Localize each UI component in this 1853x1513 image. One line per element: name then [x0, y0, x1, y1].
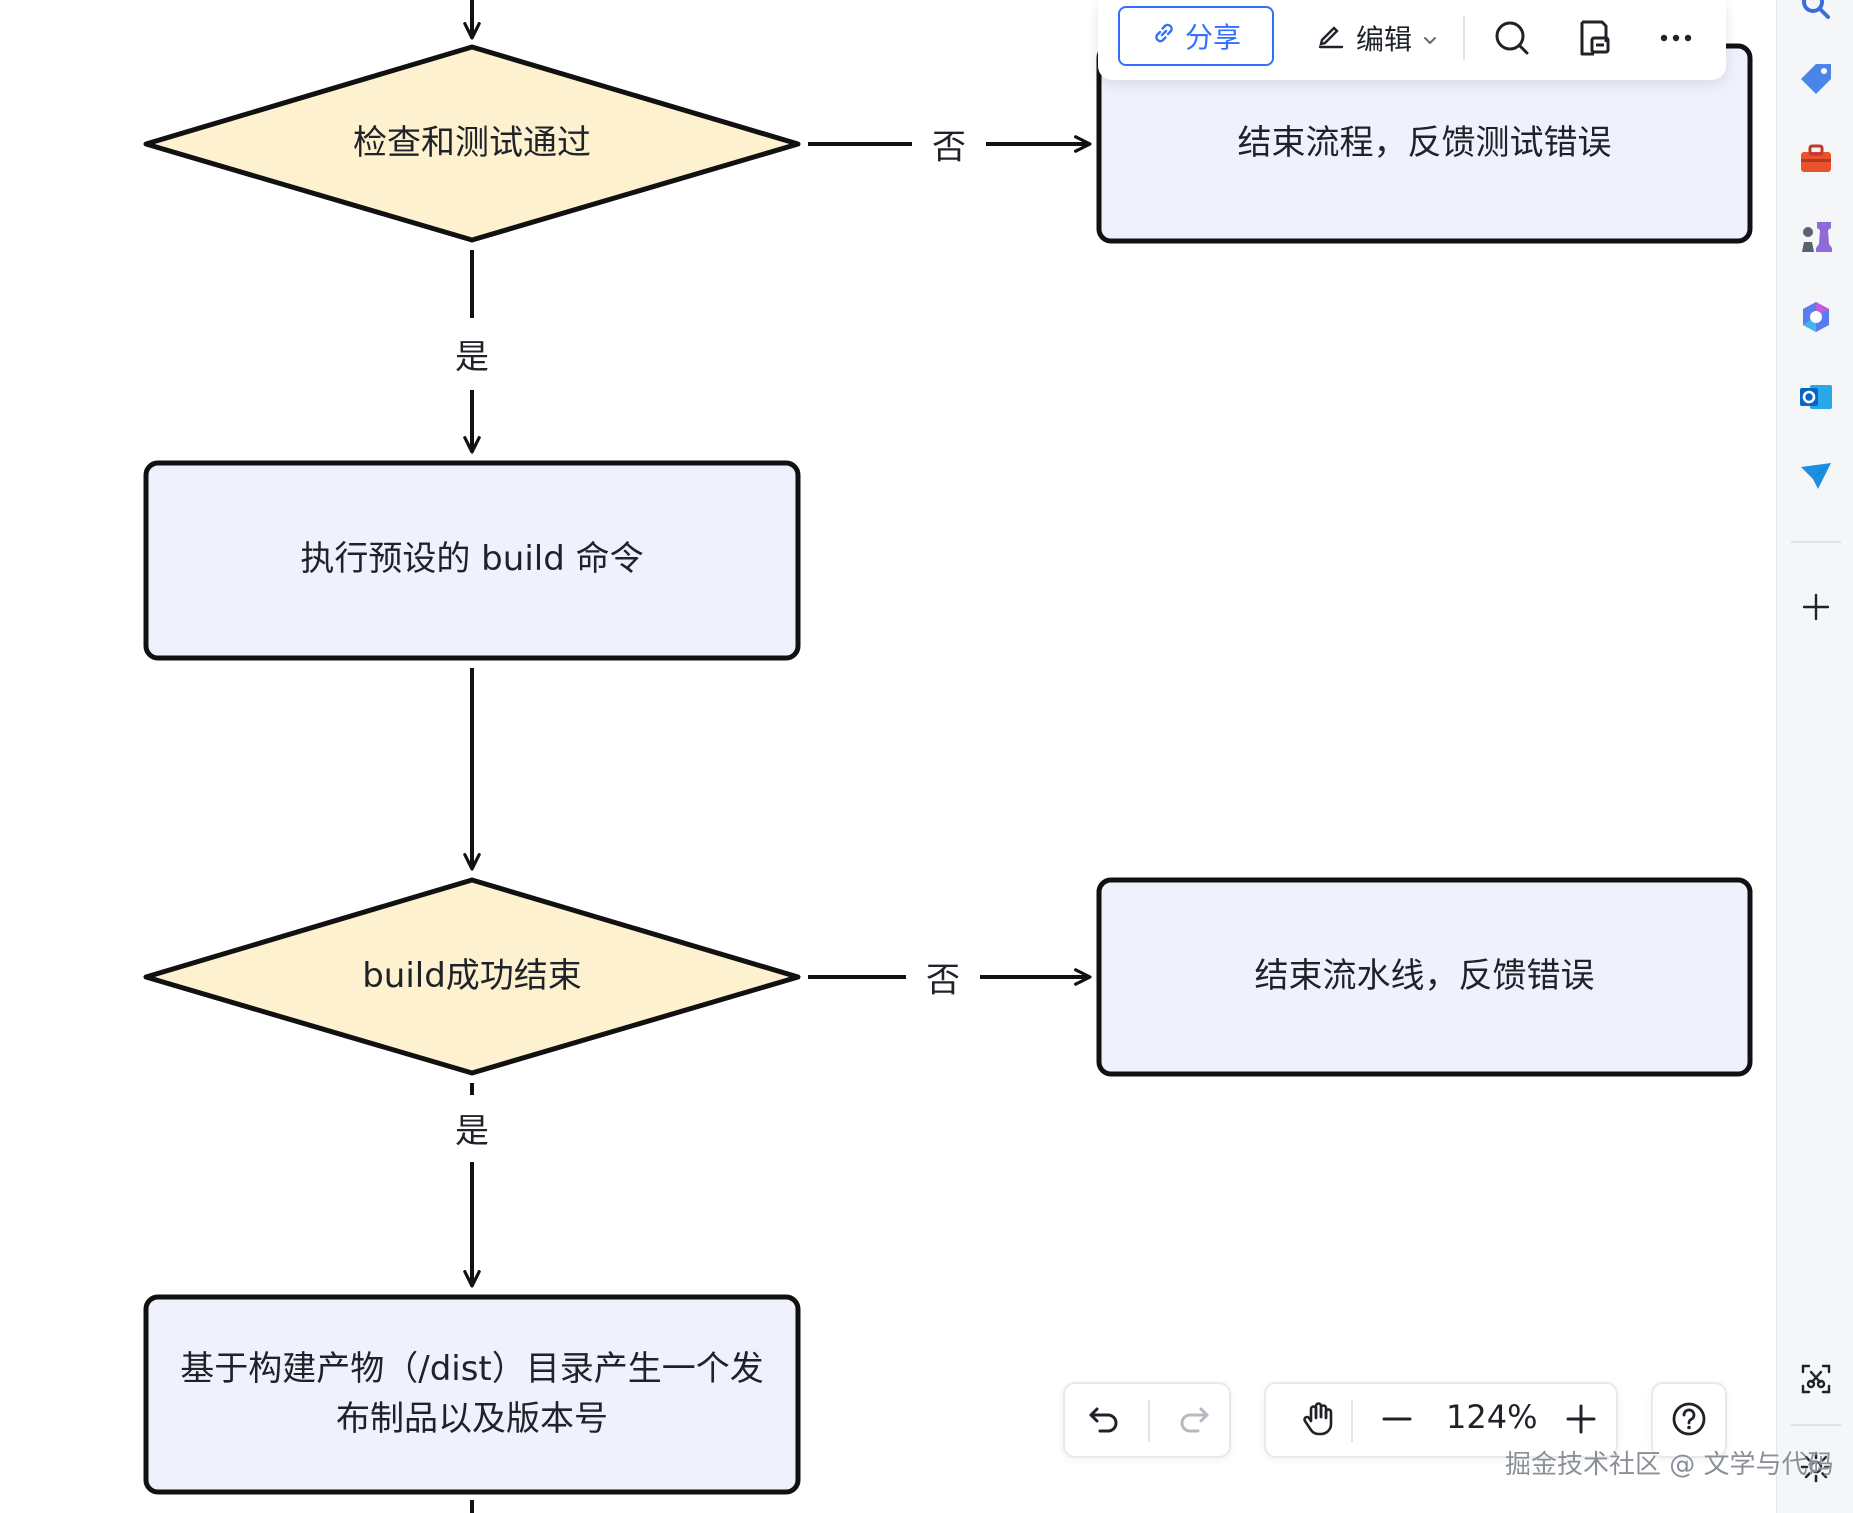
decision-2-text: build成功结束	[362, 956, 582, 997]
decision-1-text: 检查和测试通过	[353, 123, 591, 164]
toolbox-icon[interactable]	[1797, 140, 1835, 178]
add-icon[interactable]	[1797, 588, 1835, 626]
zoom-level[interactable]: 124%	[1446, 1398, 1538, 1436]
history-controls	[1063, 1382, 1231, 1458]
process-node-build[interactable]	[143, 460, 801, 661]
edge-label-no-2: 否	[918, 952, 968, 1002]
copilot-icon[interactable]	[1797, 298, 1835, 336]
edge-label-yes-1: 是	[447, 329, 497, 379]
artifact-step-text: 基于构建产物（/dist）目录产生一个发布制品以及版本号	[180, 1349, 764, 1439]
tag-icon[interactable]	[1797, 60, 1835, 98]
end-test-error-text: 结束流程，反馈测试错误	[1237, 123, 1612, 164]
history-divider	[1148, 1400, 1150, 1442]
flowchart-svg	[143, 0, 1753, 1513]
minus-icon	[1380, 1402, 1414, 1440]
search-icon[interactable]	[1488, 14, 1536, 62]
gear-icon[interactable]	[1797, 1448, 1835, 1486]
document-outline-icon[interactable]	[1570, 14, 1618, 62]
build-step-text: 执行预设的 build 命令	[300, 539, 644, 580]
outlook-icon[interactable]	[1797, 378, 1835, 416]
redo-button[interactable]	[1169, 1396, 1219, 1446]
chevron-down-icon	[1422, 22, 1438, 55]
edge-label-no-1: 否	[924, 119, 974, 169]
edit-mode-dropdown[interactable]: 编辑	[1308, 10, 1446, 66]
edit-label: 编辑	[1356, 23, 1413, 56]
zoom-out-button[interactable]	[1372, 1396, 1422, 1446]
watermark: 掘金技术社区 @ 文学与代码	[1505, 1450, 1834, 1480]
help-icon	[1671, 1401, 1707, 1441]
toolbar-divider	[1463, 16, 1465, 60]
decision-node-1[interactable]	[143, 44, 801, 243]
share-button[interactable]: 分享	[1118, 6, 1274, 66]
help-button[interactable]	[1664, 1396, 1714, 1446]
search-icon[interactable]	[1797, 0, 1835, 24]
decision-node-2[interactable]	[143, 877, 801, 1076]
more-icon[interactable]	[1652, 14, 1700, 62]
sidebar-divider-bottom	[1791, 1424, 1841, 1426]
pen-icon	[1316, 20, 1346, 57]
end-node-pipeline-error[interactable]	[1096, 877, 1753, 1077]
hand-icon	[1300, 1400, 1338, 1442]
chess-icon[interactable]	[1797, 218, 1835, 256]
redo-icon	[1176, 1401, 1212, 1441]
zoom-in-button[interactable]	[1556, 1396, 1606, 1446]
plus-icon	[1564, 1402, 1598, 1440]
zoom-divider	[1351, 1400, 1353, 1442]
end-pipeline-error-text: 结束流水线，反馈错误	[1254, 956, 1595, 997]
top-toolbar: 分享 编辑	[1098, 0, 1726, 80]
edge-label-yes-2: 是	[447, 1103, 497, 1153]
hand-tool-button[interactable]	[1294, 1396, 1344, 1446]
undo-button[interactable]	[1079, 1396, 1129, 1446]
process-node-artifact[interactable]	[143, 1294, 801, 1495]
zoom-controls: 124%	[1264, 1382, 1618, 1458]
link-icon	[1151, 20, 1177, 53]
share-label: 分享	[1184, 21, 1241, 54]
sidebar-divider	[1791, 541, 1841, 543]
send-icon[interactable]	[1797, 458, 1835, 496]
undo-icon	[1086, 1401, 1122, 1441]
browser-sidebar	[1776, 0, 1853, 1513]
help-control	[1651, 1382, 1727, 1458]
flowchart-canvas[interactable]: 检查和测试通过 结束流程，反馈测试错误 执行预设的 build 命令 build…	[0, 0, 1776, 1513]
screenshot-icon[interactable]	[1797, 1360, 1835, 1398]
